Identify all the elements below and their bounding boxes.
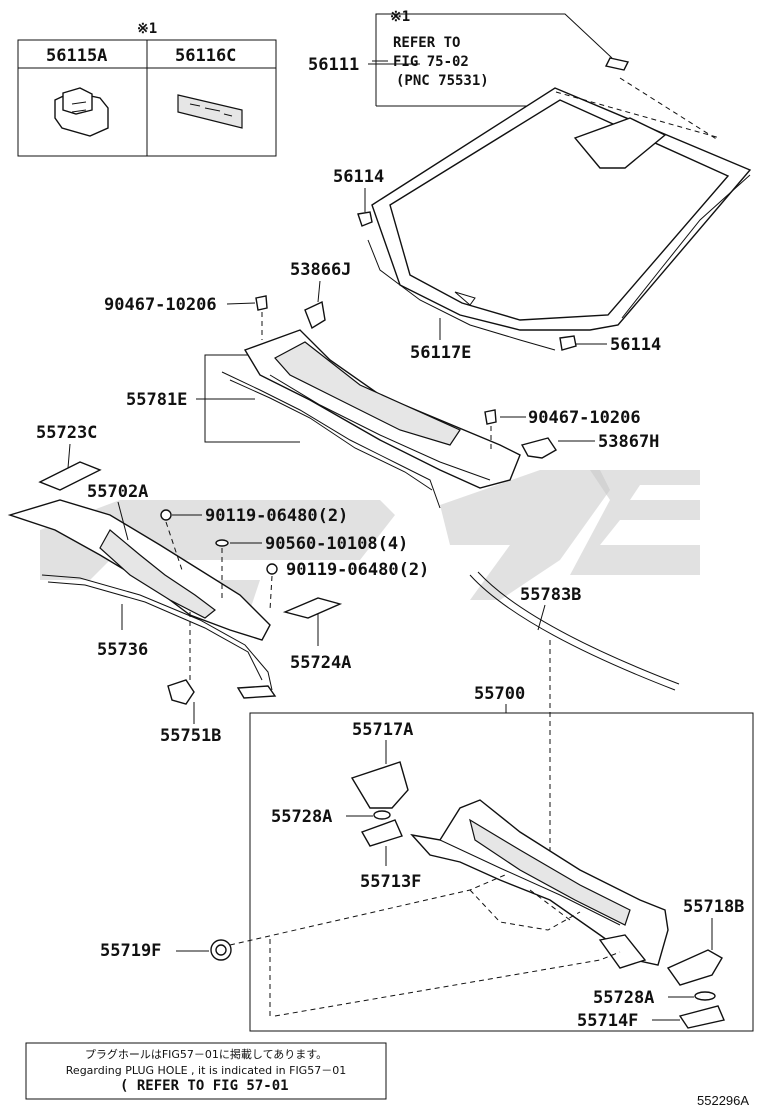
nut-90560: 90560-10108(4) — [215, 534, 408, 600]
note-line-ref: ( REFER TO FIG 57-01 — [120, 1078, 289, 1094]
label-55723C: 55723C — [36, 423, 97, 443]
refer-line-3: (PNC 75531) — [396, 73, 489, 89]
label-55717A: 55717A — [352, 720, 413, 740]
label-55783B: 55783B — [520, 585, 581, 605]
bracket-55724A: 55724A — [282, 597, 351, 673]
label-56114-top: 56114 — [333, 167, 384, 187]
bracket-53867H: 53867H — [520, 432, 659, 459]
refer-marker: ※1 — [390, 9, 410, 25]
bracket-53866J: 53866J — [290, 260, 351, 330]
refer-line-2: FIG 75-02 — [393, 54, 469, 70]
label-55700: 55700 — [474, 684, 525, 704]
label-56117E: 56117E — [410, 343, 471, 363]
refer-line-1: REFER TO — [393, 35, 460, 51]
label-55719F: 55719F — [100, 941, 161, 961]
assembly-55700-box: 55700 55717A 55728A 55713F 55718B — [229, 640, 754, 1032]
inset-clip-table: ※1 56115A 56116C — [17, 21, 277, 157]
bracket-55723C: 55723C — [36, 423, 102, 491]
label-90119-a: 90119-06480(2) — [205, 506, 348, 526]
cowl-outer-panel-55702A: 55702A — [7, 482, 271, 641]
label-53867H: 53867H — [598, 432, 659, 452]
label-53866J: 53866J — [290, 260, 351, 280]
label-55724A: 55724A — [290, 653, 351, 673]
label-56114-bottom: 56114 — [610, 335, 661, 355]
refer-to-callout: ※1 REFER TO FIG 75-02 (PNC 75531) — [372, 9, 630, 107]
clip-56115A-drawing — [54, 87, 109, 137]
bolt-90119-a: 90119-06480(2) — [160, 506, 348, 571]
document-id: 552296A — [697, 1093, 749, 1108]
clip-55751B: 55751B — [160, 612, 221, 746]
plug-hole-note: プラグホールはFIG57－01に掲載してあります。 Regarding PLUG… — [25, 1042, 387, 1100]
seal-55783B: 55783B — [469, 571, 680, 691]
label-55728A-b: 55728A — [593, 988, 654, 1008]
note-line-jp: プラグホールはFIG57－01に掲載してあります。 — [85, 1047, 327, 1061]
label-90560: 90560-10108(4) — [265, 534, 408, 554]
bolt-90119-b: 90119-06480(2) — [266, 560, 429, 611]
label-55736: 55736 — [97, 640, 148, 660]
label-55781E: 55781E — [126, 390, 187, 410]
label-55728A-a: 55728A — [271, 807, 332, 827]
note-line-en: Regarding PLUG HOLE , it is indicated in… — [66, 1064, 346, 1077]
label-90119-b: 90119-06480(2) — [286, 560, 429, 580]
inset-col-1-label: 56115A — [46, 46, 107, 66]
label-55702A: 55702A — [87, 482, 148, 502]
clip-56116C-drawing — [177, 94, 243, 129]
label-55751B: 55751B — [160, 726, 221, 746]
label-55714F: 55714F — [577, 1011, 638, 1031]
label-55718B: 55718B — [683, 897, 744, 917]
clip-90467-a: 90467-10206 — [104, 295, 268, 340]
grommet-55719F: 55719F — [100, 939, 232, 961]
clip-90467-b: 90467-10206 — [484, 408, 641, 450]
label-90467-a: 90467-10206 — [104, 295, 217, 315]
windshield-glass: 56111 56114 56114 56117E — [308, 55, 752, 363]
strip-55736: 55736 — [41, 574, 277, 699]
label-90467-b: 90467-10206 — [528, 408, 641, 428]
cowl-top-panel: 55781E — [126, 329, 521, 509]
inset-col-2-label: 56116C — [175, 46, 236, 66]
inset-marker: ※1 — [137, 21, 157, 37]
label-55713F: 55713F — [360, 872, 421, 892]
label-56111: 56111 — [308, 55, 359, 75]
